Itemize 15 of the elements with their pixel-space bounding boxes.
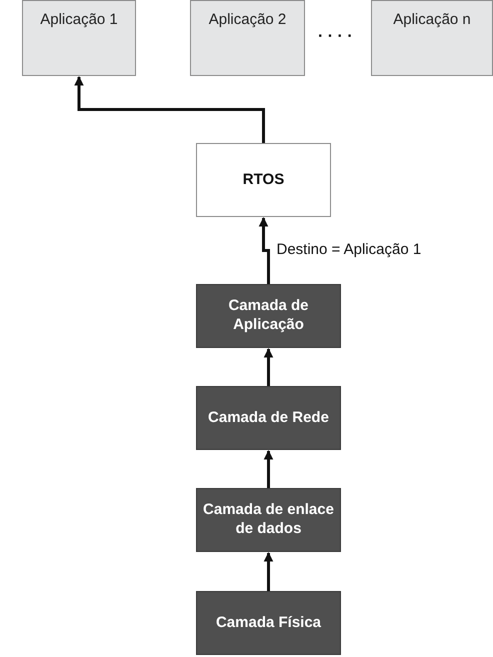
ellipsis: · · · ·: [318, 28, 353, 46]
layer-box: Camada de enlace de dados: [196, 488, 341, 552]
layer-box: Camada de Rede: [196, 386, 341, 450]
layer-box: Camada Física: [196, 591, 341, 655]
application-box: Aplicação 1: [22, 0, 136, 76]
arrow: [258, 217, 270, 284]
application-box: Aplicação n: [371, 0, 493, 76]
arrow: [264, 552, 274, 591]
arrow: [264, 348, 274, 386]
layer-box: Camada de Aplicação: [196, 284, 341, 348]
rtos-box: RTOS: [196, 143, 331, 217]
edge-label: Destino = Aplicação 1: [276, 240, 422, 258]
arrow: [74, 76, 265, 143]
application-box: Aplicação 2: [190, 0, 305, 76]
arrow: [264, 450, 274, 488]
